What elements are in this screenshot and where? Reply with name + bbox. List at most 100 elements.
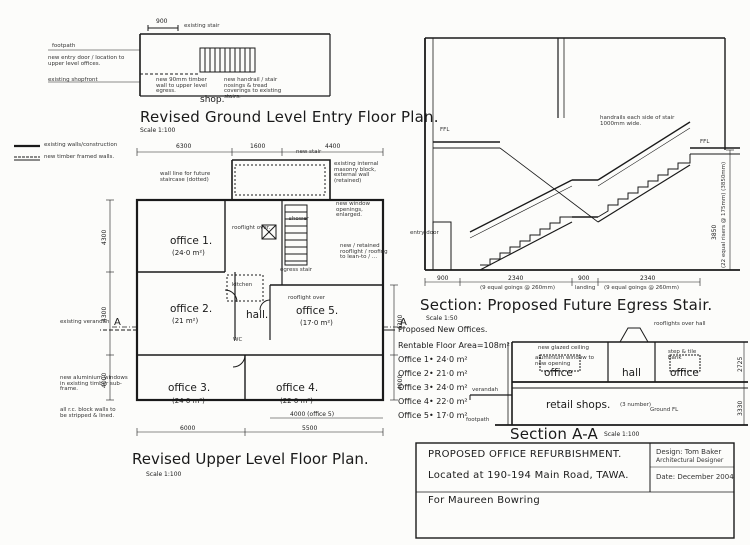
note-new-entry-door: new entry door / location to upper level… [48, 55, 125, 67]
title-block-line2: Located at 190-194 Main Road, TAWA. [428, 470, 629, 481]
title-block-design: Design: Tom Baker [656, 448, 722, 456]
aa-footpath: footpath [466, 417, 490, 423]
office-list-item: Office 2• 21·0 m² [398, 369, 468, 378]
room-office-1: office 1. [170, 235, 213, 247]
dim-900: 900 [156, 18, 168, 25]
note-existing-shopfront: existing shopfront [48, 77, 98, 83]
note-existing-internal: existing internal masonry block, externa… [334, 161, 379, 184]
aa-verandah: verandah [472, 387, 499, 393]
aa-office-left: office [544, 367, 573, 379]
dim-bottom-left: 6000 [180, 425, 196, 432]
note-rooflights: rooflights over hall [654, 321, 706, 327]
note-new-wall: new 90mm timber wall to upper level egre… [156, 77, 207, 94]
note-existing-stair: existing stair [184, 23, 220, 29]
office-list-item: Office 3• 24·0 m² [398, 383, 468, 392]
note-risers: (22 equal risers @ 175mm) (3850mm) [721, 161, 727, 268]
aa-retail-note: (3 number) [620, 402, 652, 408]
dim-office5: 4000 (office 5) [290, 411, 335, 418]
office-list-item: Office 1• 24·0 m² [398, 355, 468, 364]
section-aa-drawing [469, 327, 748, 426]
legend-existing-walls: existing walls/construction [44, 142, 118, 148]
room-office-4: office 4. [276, 382, 319, 394]
room-office-1-area: (24·0 m²) [172, 249, 205, 257]
dim-top-mid: 1600 [250, 143, 266, 150]
ground-plan-title: Revised Ground Level Entry Floor Plan. [140, 108, 439, 126]
note-landing: landing [575, 285, 596, 291]
legend-new-timber-walls: new timber framed walls. [44, 154, 115, 160]
offices-list-heading: Proposed New Offices. [398, 325, 488, 334]
note-wall-line: wall line for future staircase (dotted) [160, 171, 211, 183]
room-office-3: office 3. [168, 382, 211, 394]
note-ffl-lower: FFL [700, 139, 710, 145]
section-aa-scale: Scale 1:100 [604, 431, 640, 438]
room-office-4-area: (22·0 m²) [280, 397, 313, 405]
dim-top-right: 4400 [325, 143, 341, 150]
section-aa-title: Section A-A [510, 425, 598, 443]
note-handrail: handrails each side of stair 1000mm wide… [600, 115, 675, 127]
legend-lines [14, 144, 40, 161]
stair-section-title: Section: Proposed Future Egress Stair. [420, 296, 713, 314]
title-block-frame [415, 442, 735, 539]
room-office-2: office 2. [170, 303, 213, 315]
office-list-item: Office 4• 22·0 m² [398, 397, 468, 406]
dim-left-1: 4300 [101, 229, 108, 245]
section-marker-a-right: A [400, 317, 407, 328]
room-wc: WC [233, 337, 243, 343]
ground-plan-drawing [48, 25, 331, 97]
note-egress-stair: egress stair [280, 267, 313, 273]
note-goings-left: (9 equal goings @ 260mm) [480, 285, 555, 291]
note-new-handrail: new handrail / stair nosings & tread cov… [224, 77, 282, 100]
room-office-2-area: (21 m²) [172, 317, 199, 325]
stair-section-scale: Scale 1:50 [426, 315, 458, 322]
stair-dim-2340a: 2340 [508, 275, 524, 282]
upper-plan-title: Revised Upper Level Floor Plan. [132, 450, 369, 468]
note-goings-right: (9 equal goings @ 260mm) [604, 285, 679, 291]
note-rc-block: all r.c. block walls to be stripped & li… [60, 407, 116, 419]
note-new-window: new window openings, enlarged. [336, 201, 370, 218]
room-office-5: office 5. [296, 305, 339, 317]
note-new-aluminium: new aluminium windows in existing timber… [60, 375, 128, 392]
room-office-5-area: (17·0 m²) [300, 319, 333, 327]
section-marker-a-left: A [114, 317, 121, 328]
dim-top-left: 6300 [176, 143, 192, 150]
note-new-glazed: new glazed ceiling [538, 345, 589, 351]
title-block-line3: For Maureen Bowring [428, 495, 541, 506]
aa-office-right: office [670, 367, 699, 379]
upper-plan-scale: Scale 1:100 [146, 471, 182, 478]
room-office-3-area: (24·0 m²) [172, 397, 205, 405]
stair-dim-900: 900 [437, 275, 449, 282]
note-ffl-upper: FFL [440, 127, 450, 133]
offices-list-rentable: Rentable Floor Area=108m² [398, 341, 510, 350]
stair-dim-2340b: 2340 [640, 275, 656, 282]
note-aluminium: aluminium window to new opening [535, 355, 595, 367]
aa-hall: hall [622, 367, 641, 379]
note-rooflight-over: rooflight over. [232, 225, 271, 231]
room-hall: hall. [246, 309, 269, 321]
note-rooflight-over-5: rooflight over [288, 295, 326, 301]
note-new-stair: new stair [296, 149, 322, 155]
note-entry-door: entry door [410, 230, 439, 236]
note-stepstile: step & tile bank [668, 349, 697, 361]
office-list-item: Office 5• 17·0 m² [398, 411, 468, 420]
upper-plan-drawing [100, 148, 405, 436]
aa-dim-lower: 3330 [737, 400, 744, 416]
note-existing-verandah: existing verandah [60, 319, 110, 325]
note-new-rooflight: new / retained rooflight / roofing to le… [340, 243, 388, 260]
aa-ground: Ground FL [650, 407, 679, 413]
aa-retail: retail shops. [546, 399, 611, 411]
note-footpath: footpath [52, 43, 76, 49]
title-block-line1: PROPOSED OFFICE REFURBISHMENT. [428, 449, 622, 460]
stair-dim-900b: 900 [578, 275, 590, 282]
dim-bottom-right: 5500 [302, 425, 318, 432]
title-block-designer: Architectural Designer [656, 457, 724, 464]
note-shower: shower [289, 216, 309, 222]
shop-label: shop. [200, 95, 225, 105]
aa-dim-upper: 2725 [737, 356, 744, 372]
stair-dim-height: 3850 [711, 224, 718, 240]
ground-plan-scale: Scale 1:100 [140, 127, 176, 134]
title-block-date: Date: December 2004 [656, 473, 734, 481]
room-kitchen: kitchen [232, 282, 253, 288]
stair-section-drawing [424, 37, 740, 286]
